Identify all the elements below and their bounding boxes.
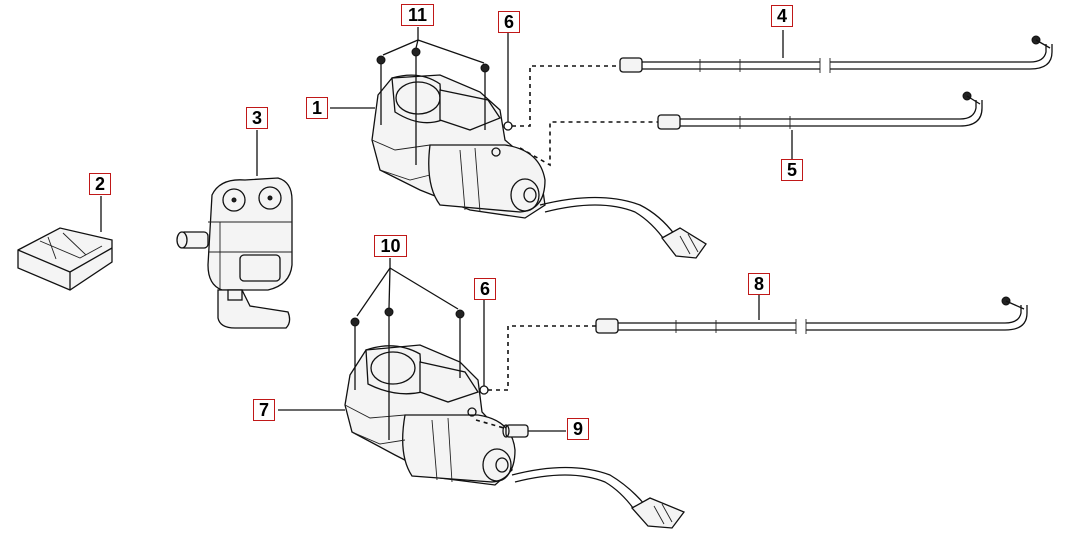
part-2-connector-block <box>17 227 113 291</box>
callout-5: 5 <box>781 159 803 181</box>
dash-upper-5 <box>519 121 658 167</box>
callout-6-upper: 6 <box>498 11 520 33</box>
part-1-actuator <box>371 74 707 259</box>
callout-6-lower: 6 <box>474 278 496 300</box>
cable-5 <box>657 91 983 130</box>
screws-10 <box>350 307 465 440</box>
cable-8 <box>595 296 1028 334</box>
part-7-actuator <box>344 344 686 529</box>
dash-lower-8 <box>488 325 596 391</box>
part-9-plug <box>475 419 566 438</box>
part-3-switch-assembly <box>176 177 293 329</box>
callout-4: 4 <box>771 5 793 27</box>
leader-11 <box>382 27 485 64</box>
leader-10 <box>356 258 459 317</box>
callout-10: 10 <box>374 235 407 257</box>
callout-11: 11 <box>401 4 434 26</box>
washer-6-upper <box>491 33 513 157</box>
callout-8: 8 <box>748 273 770 295</box>
cable-4 <box>619 35 1053 73</box>
callout-1: 1 <box>306 97 328 119</box>
callout-3: 3 <box>246 107 268 129</box>
screws-11 <box>376 47 490 165</box>
callout-9: 9 <box>567 418 589 440</box>
dash-upper-4 <box>512 65 620 127</box>
callout-2: 2 <box>89 173 111 195</box>
callout-7: 7 <box>253 399 275 421</box>
